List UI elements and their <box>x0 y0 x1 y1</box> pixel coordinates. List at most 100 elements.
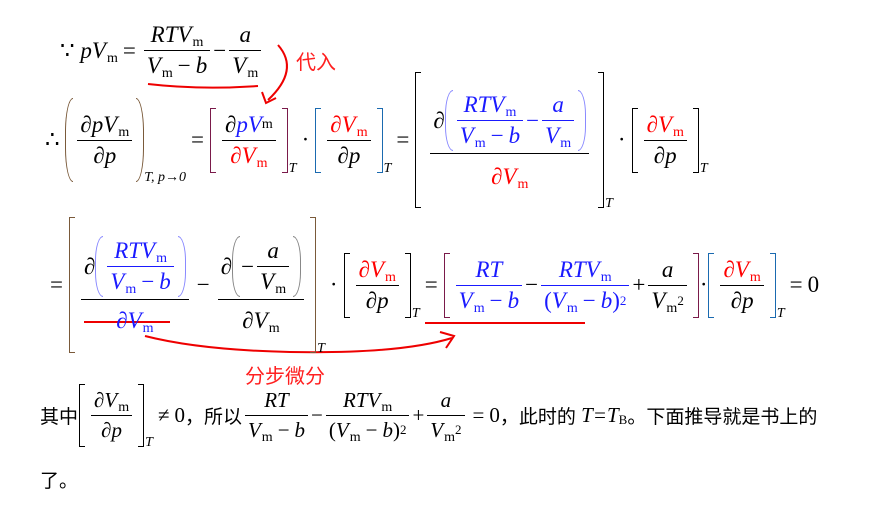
sub: m <box>142 321 154 336</box>
partial: ∂ <box>224 111 237 137</box>
var: RTV <box>150 22 192 47</box>
minus: − <box>241 253 255 279</box>
subscript: T <box>411 305 420 321</box>
partial: ∂ <box>83 253 96 279</box>
because-symbol: ∵ <box>60 37 75 63</box>
annotation-substitute: 代入 <box>296 52 336 74</box>
var: p <box>665 142 677 168</box>
sub: m <box>600 269 612 285</box>
text: 了。 <box>40 471 79 492</box>
var: V <box>651 287 666 313</box>
sub: m <box>268 321 280 336</box>
exponent: 2 <box>455 422 462 437</box>
paren: ) <box>392 417 400 442</box>
var: p <box>111 417 123 442</box>
sub: m <box>505 105 517 120</box>
var: V <box>430 417 444 442</box>
partial: ∂ <box>116 308 128 333</box>
subscript: T <box>699 160 708 176</box>
sub: m <box>560 136 572 151</box>
equals: = <box>190 127 204 152</box>
var: p <box>236 111 248 137</box>
equals: = <box>122 37 136 63</box>
equals: = <box>396 127 410 152</box>
sub: m <box>256 155 268 171</box>
sub: m <box>261 116 273 132</box>
var: RTV <box>114 238 156 263</box>
var: b <box>508 123 521 148</box>
subscript: T <box>383 160 392 176</box>
sub: m <box>666 300 678 316</box>
var: V <box>551 287 566 313</box>
partial: ∂ <box>80 111 92 137</box>
partial: ∂ <box>94 387 105 412</box>
var: a <box>661 256 674 282</box>
sub: B <box>618 412 628 427</box>
var: V <box>104 387 118 412</box>
equals: = <box>50 272 63 297</box>
sub: m <box>749 269 761 285</box>
var: V <box>91 37 106 63</box>
var: RT <box>264 387 289 412</box>
minus: − <box>582 287 596 313</box>
text: 其中 <box>40 406 79 428</box>
minus: − <box>525 272 539 297</box>
subscript: T <box>288 160 297 176</box>
arrow-head <box>261 91 277 105</box>
var: b <box>294 417 306 442</box>
exponent: 2 <box>677 292 684 308</box>
sub: m <box>261 429 273 445</box>
t-equals-tb: T=T <box>581 402 619 427</box>
var: b <box>382 417 393 442</box>
var: a <box>239 22 251 47</box>
var: V <box>502 164 517 189</box>
var: p <box>91 111 104 137</box>
minus: − <box>277 417 290 442</box>
var: V <box>110 269 125 294</box>
equals: = <box>424 272 438 297</box>
sub: m <box>517 177 529 192</box>
text: ，所以 <box>184 406 242 428</box>
text: 。下面推导就是书上的 <box>627 406 818 428</box>
zero: 0 <box>489 402 500 427</box>
sub: m <box>566 300 578 316</box>
sub: m <box>106 50 118 66</box>
var: V <box>232 53 247 78</box>
var: b <box>159 269 171 294</box>
var: p <box>104 142 117 168</box>
var: V <box>734 256 749 282</box>
partial: ∂ <box>330 111 342 137</box>
partial: ∂ <box>101 417 112 442</box>
partial: ∂ <box>365 287 378 313</box>
subscript: T <box>317 341 325 356</box>
var: V <box>459 123 474 148</box>
exponent: 2 <box>619 292 627 308</box>
equals: = <box>472 402 485 427</box>
text: ，此时的 <box>499 406 576 428</box>
var: V <box>657 111 673 137</box>
var: a <box>440 387 452 412</box>
partial: ∂ <box>723 256 735 282</box>
dot: · <box>329 272 338 297</box>
subscript: T <box>145 434 153 450</box>
var: V <box>146 53 161 78</box>
sub: m <box>349 429 361 445</box>
var: V <box>253 308 268 333</box>
paren: ) <box>612 287 620 313</box>
subscript: T <box>605 196 613 211</box>
minus: − <box>489 287 503 313</box>
var: RTV <box>343 387 381 412</box>
partial: ∂ <box>653 142 666 168</box>
